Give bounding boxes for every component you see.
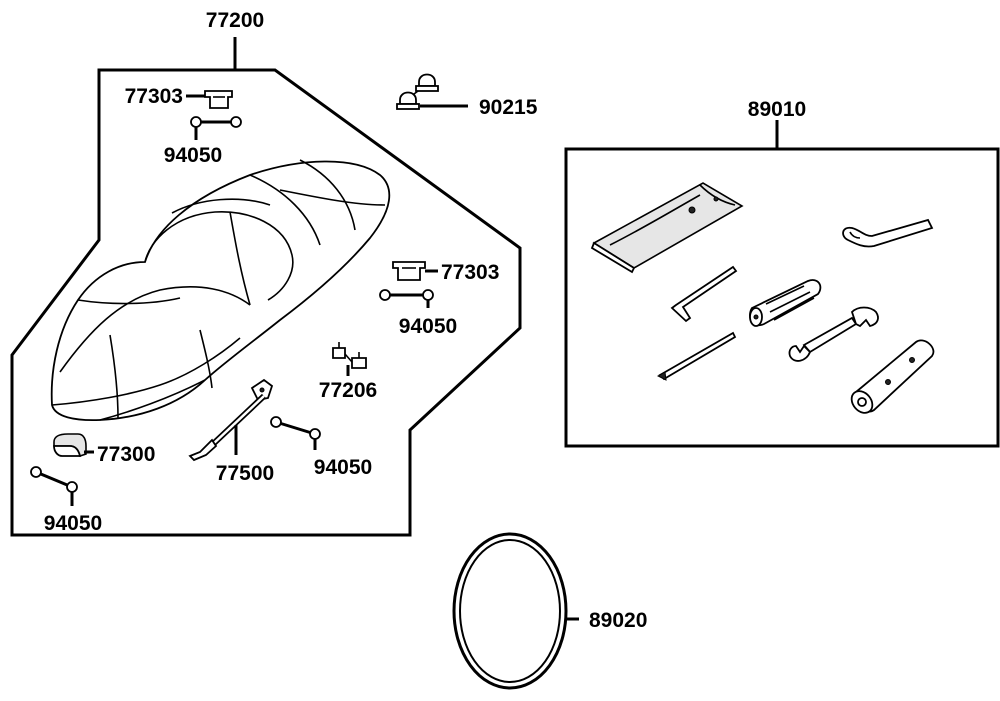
tool-kit-border xyxy=(564,147,1000,448)
bumper-icon xyxy=(53,433,87,458)
open-end-wrench-icon xyxy=(788,306,879,362)
screwdriver-bit-icon xyxy=(656,331,737,381)
hex-key-icon xyxy=(670,265,738,323)
label-tool-kit[interactable]: 89010 xyxy=(748,98,806,121)
screwdriver-handle-icon xyxy=(749,279,822,327)
seat-latch-right-icon xyxy=(392,261,426,281)
label-seat-latch-right[interactable]: 77303 xyxy=(441,261,499,284)
label-cap-nut[interactable]: 90215 xyxy=(479,96,538,119)
label-washer-right[interactable]: 94050 xyxy=(399,315,457,338)
seat-group: 77200 xyxy=(10,9,522,537)
label-washer-top[interactable]: 94050 xyxy=(164,144,222,167)
washer-center-icon xyxy=(270,416,321,440)
seat-stay-icon xyxy=(188,378,274,462)
label-bumper[interactable]: 77300 xyxy=(97,443,155,466)
washer-top-icon xyxy=(190,116,242,128)
cap-nut-icon xyxy=(396,73,439,110)
seat-group-border xyxy=(10,68,522,537)
label-seat-latch-top[interactable]: 77303 xyxy=(125,85,183,108)
label-seal-ring[interactable]: 89020 xyxy=(589,609,647,632)
washer-bottom-icon xyxy=(30,466,78,493)
label-seat-assembly[interactable]: 77200 xyxy=(206,9,264,32)
hook-spanner-icon xyxy=(842,218,934,248)
label-seat-stay[interactable]: 77500 xyxy=(216,462,274,485)
seat-hook-icon xyxy=(332,342,367,369)
seat-icon xyxy=(50,159,391,422)
label-washer-bottom[interactable]: 94050 xyxy=(44,512,102,535)
washer-right-icon xyxy=(379,289,434,301)
box-spanner-icon xyxy=(850,339,935,414)
seal-ring-icon xyxy=(452,532,568,690)
label-seat-hook[interactable]: 77206 xyxy=(319,379,377,402)
tool-pouch-icon xyxy=(590,182,744,274)
tool-kit-group: 89010 xyxy=(564,98,1000,448)
label-washer-center[interactable]: 94050 xyxy=(314,456,372,479)
seat-latch-top-icon xyxy=(204,90,233,109)
